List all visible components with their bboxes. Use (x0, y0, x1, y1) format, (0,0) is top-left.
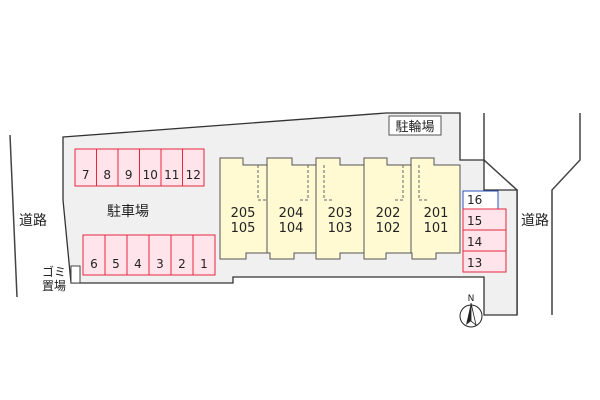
apartment-building (219, 157, 461, 260)
unit-number-lower: 103 (328, 221, 353, 236)
entry-mark (395, 165, 404, 201)
garbage-area-box (70, 265, 81, 284)
parking-space (182, 148, 205, 187)
road-edge-left (9, 134, 18, 298)
road-label-right: 道路 (521, 213, 549, 229)
entry-mark (257, 165, 266, 201)
parking-space-number: 3 (156, 257, 164, 271)
road-edge-right-outer (551, 113, 581, 315)
parking-space-number: 7 (82, 168, 90, 182)
unit-number-upper: 204 (279, 206, 304, 221)
entry-mark (300, 165, 309, 201)
north-label: N (468, 294, 475, 304)
parking-column-right: 16 15 14 13 (462, 190, 507, 273)
parking-area-label: 駐車場 (107, 203, 149, 220)
parking-space-number: 4 (134, 257, 142, 271)
parking-space-number: 1 (200, 257, 208, 271)
parking-space-number: 2 (178, 257, 186, 271)
parking-space-number: 15 (467, 214, 482, 228)
unit-number-lower: 105 (231, 221, 256, 236)
parking-space-number: 5 (112, 257, 120, 271)
unit-number-lower: 104 (279, 221, 304, 236)
unit-number-upper: 202 (376, 206, 401, 221)
parking-space-number: 11 (164, 168, 179, 182)
north-arrow-icon (459, 302, 483, 328)
road-label-left: 道路 (19, 213, 47, 229)
entry-mark (323, 165, 332, 201)
parking-space-number: 9 (125, 168, 133, 182)
parking-space-number: 10 (143, 168, 158, 182)
unit-number-upper: 203 (328, 206, 353, 221)
parking-space (192, 234, 216, 276)
parking-space-number: 14 (467, 235, 482, 249)
parking-space-number: 16 (467, 193, 482, 207)
garbage-area-label-1: ゴミ (42, 264, 66, 279)
parking-space (462, 250, 507, 273)
garbage-area-label-2: 置場 (42, 279, 66, 293)
parking-space-number: 6 (90, 257, 98, 271)
bicycle-parking-box (388, 115, 442, 136)
entry-mark (418, 165, 427, 201)
parking-space-number: 12 (186, 168, 201, 182)
unit-number-upper: 205 (231, 206, 256, 221)
unit-number-upper: 201 (424, 206, 449, 221)
parking-space-number: 13 (467, 256, 482, 270)
bicycle-parking-label: 駐輪場 (395, 119, 434, 135)
unit-number-lower: 102 (376, 221, 401, 236)
unit-number-lower: 101 (424, 221, 449, 236)
parking-space-number: 8 (103, 168, 111, 182)
